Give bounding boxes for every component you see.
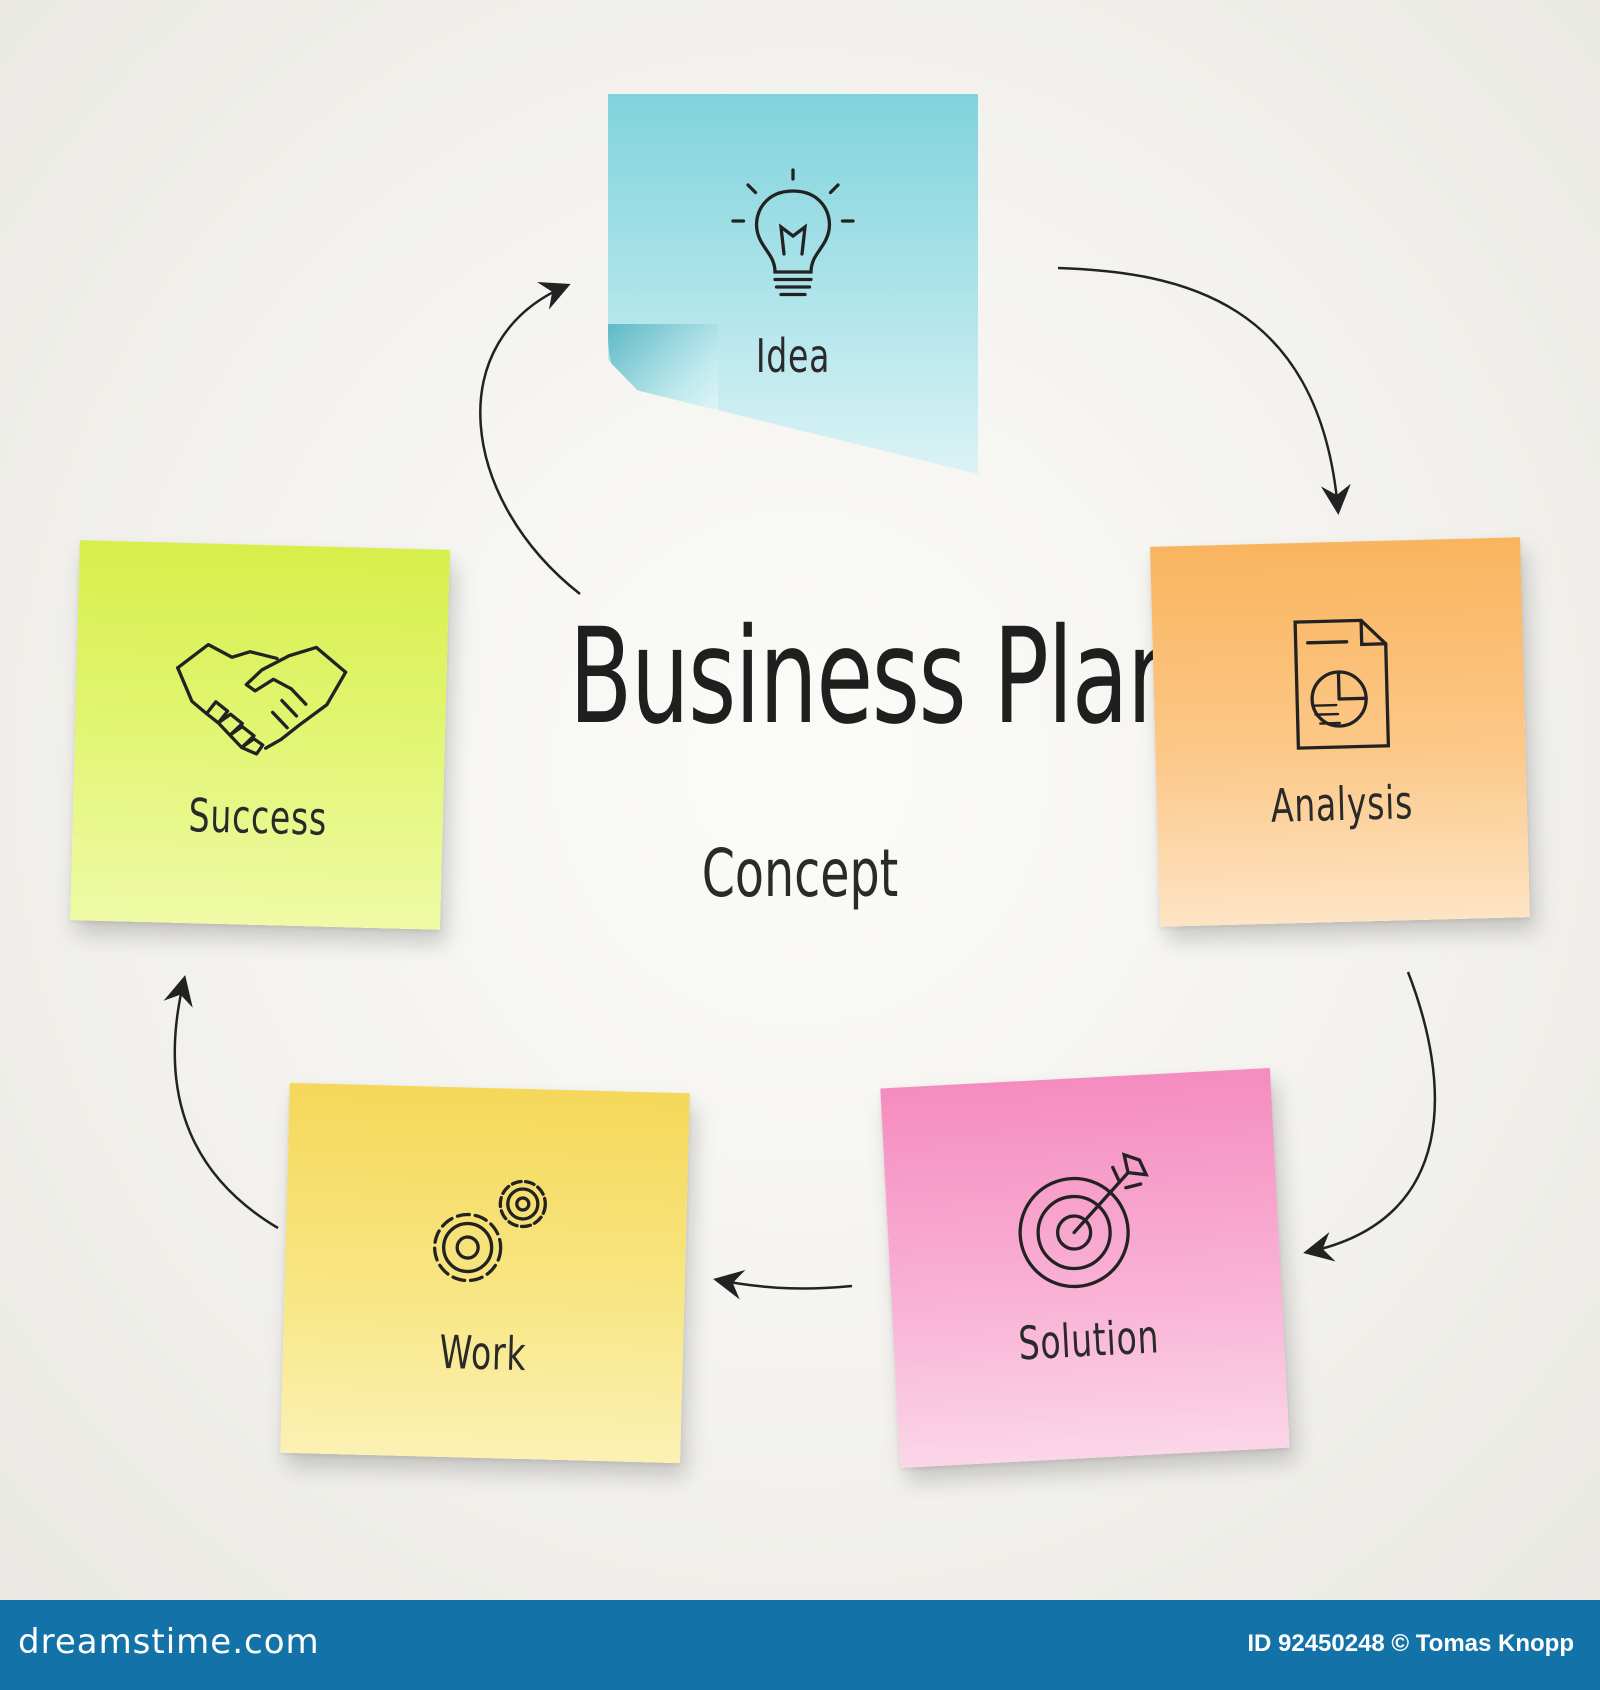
step-label-idea: Idea (755, 329, 831, 383)
step-label-work: Work (438, 1324, 527, 1382)
sticky-note-analysis: Analysis (1150, 537, 1530, 927)
target-arrow-icon (1004, 1144, 1162, 1302)
diagram-subtitle: Concept (701, 835, 899, 912)
step-label-analysis: Analysis (1270, 775, 1414, 833)
sticky-note-work: Work (280, 1082, 690, 1464)
diagram-canvas: Business Plan Concept Idea Ana (0, 0, 1600, 1600)
handshake-icon (169, 623, 353, 778)
sticky-note-success: Success (70, 540, 450, 930)
page-curl (608, 324, 718, 444)
footer-credit: ID 92450248 © Tomas Knopp (1247, 1630, 1574, 1657)
footer-bar: dreamstime.com ID 92450248 © Tomas Knopp (0, 1600, 1600, 1690)
arrow-success-to-idea (479, 282, 581, 595)
arrow-work-to-success (163, 975, 279, 1230)
arrow-idea-to-analysis (1057, 266, 1351, 515)
sticky-note-idea: Idea (608, 94, 978, 474)
gears-icon (409, 1156, 563, 1310)
arrow-solution-to-work (713, 1269, 853, 1300)
arrow-analysis-to-solution (1303, 971, 1437, 1262)
step-label-success: Success (187, 788, 328, 846)
step-label-solution: Solution (1017, 1309, 1161, 1371)
sticky-note-solution: Solution (880, 1068, 1290, 1468)
document-chart-icon (1262, 610, 1416, 764)
footer-brand: dreamstime.com (18, 1622, 320, 1662)
diagram-title: Business Plan (569, 600, 1186, 754)
lightbulb-icon (718, 164, 868, 314)
